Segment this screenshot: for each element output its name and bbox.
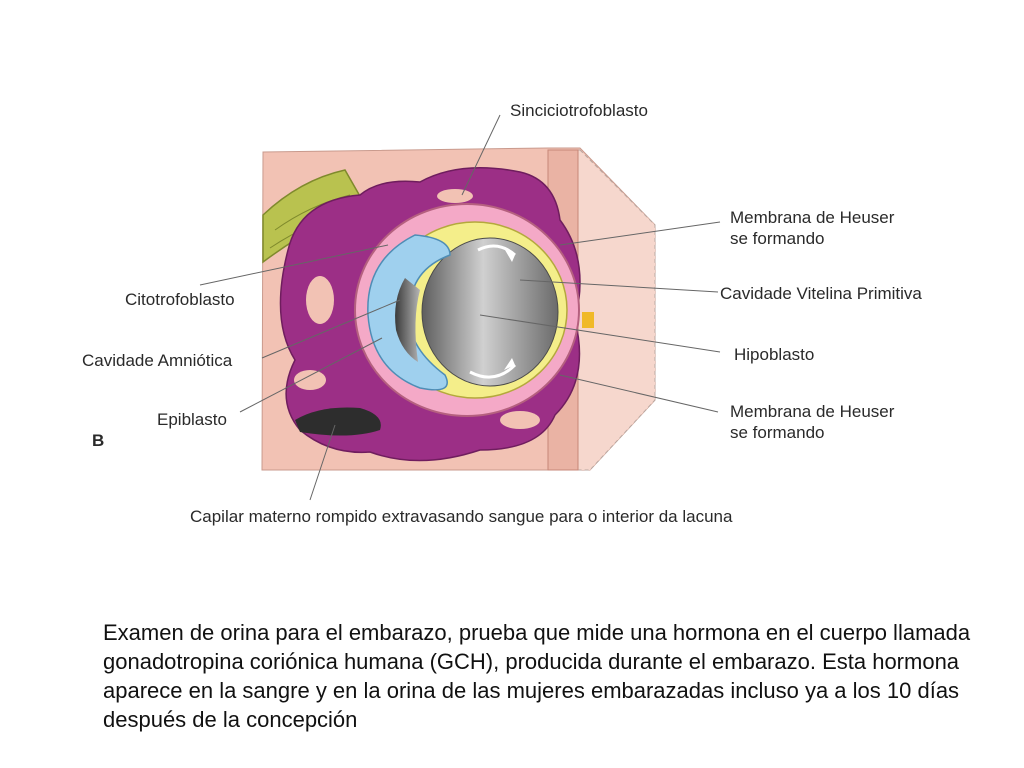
label-citotrofoblasto: Citotrofoblasto <box>125 290 235 309</box>
label-capilar: Capilar materno rompido extravasando san… <box>190 507 733 526</box>
label-membrana-heuser-bottom: Membrana de Heuser se formando <box>730 402 895 442</box>
label-epiblasto: Epiblasto <box>157 410 227 429</box>
maternal-capillary <box>295 407 381 436</box>
label-sinciciotrofoblasto: Sinciciotrofoblasto <box>510 101 648 120</box>
implantation-diagram <box>199 114 721 501</box>
label-membrana-heuser-top: Membrana de Heuser se formando <box>730 208 895 248</box>
caption-text: Examen de orina para el embarazo, prueba… <box>103 620 971 732</box>
marker-yellow <box>582 312 594 328</box>
cavity-arrows <box>469 244 517 379</box>
panel-letter: B <box>92 431 105 450</box>
label-hipoblasto: Hipoblasto <box>734 345 815 364</box>
arrow-head-bottom <box>504 358 515 370</box>
lacunae <box>294 189 540 429</box>
primitive-yolk-cavity <box>421 237 559 387</box>
amniotic-cavity <box>395 278 420 362</box>
decidua-dashed-region <box>577 149 656 471</box>
arrow-head-top <box>505 250 515 262</box>
label-cavidade-amniotica: Cavidade Amniótica <box>82 351 233 370</box>
label-cavidade-vitelina: Cavidade Vitelina Primitiva <box>720 284 922 303</box>
leader-lines <box>199 114 721 501</box>
